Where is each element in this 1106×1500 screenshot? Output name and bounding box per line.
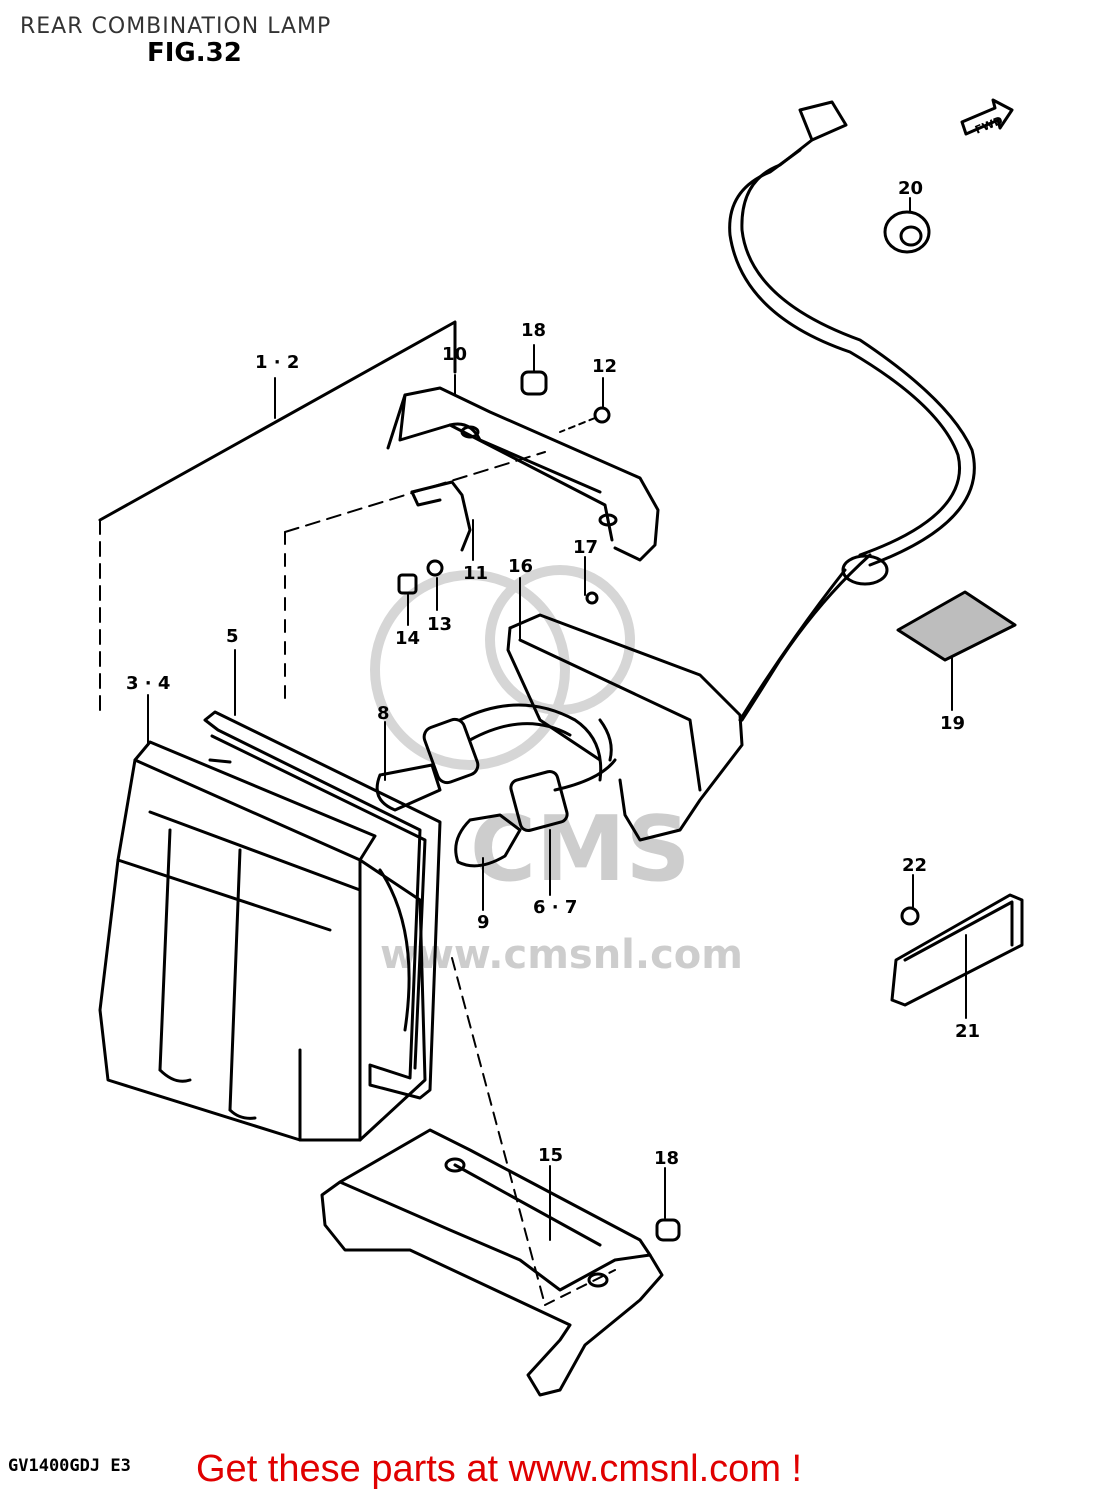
callout-17[interactable]: 17 (573, 537, 599, 558)
leader-lines (147, 197, 967, 1306)
gasket (203, 710, 442, 1100)
callout-22[interactable]: 22 (902, 855, 928, 876)
callout-18-bottom[interactable]: 18 (654, 1148, 680, 1169)
pad-19 (896, 590, 1017, 662)
callout-5[interactable]: 5 (226, 626, 239, 647)
watermark-url: www.cmsnl.com (380, 932, 743, 978)
diagram-title: REAR COMBINATION LAMP (20, 14, 332, 39)
callout-14[interactable]: 14 (395, 628, 421, 649)
fwd-label: FWD (973, 114, 1005, 137)
callout-20[interactable]: 20 (898, 178, 924, 199)
callout-13[interactable]: 13 (427, 614, 453, 635)
figure-number: FIG.32 (147, 38, 242, 68)
watermark-brand: CMS (470, 797, 690, 902)
small-fasteners (397, 370, 681, 1242)
callout-1-2[interactable]: 1 · 2 (255, 352, 300, 373)
reflector-21 (890, 893, 1024, 1007)
clip-11 (410, 480, 472, 552)
bulb-9 (454, 758, 617, 868)
lamp-base (506, 613, 744, 842)
callout-10[interactable]: 10 (442, 344, 468, 365)
fwd-arrow-icon (960, 98, 1014, 136)
callout-18-top[interactable]: 18 (521, 320, 547, 341)
callout-12[interactable]: 12 (592, 356, 618, 377)
callout-8[interactable]: 8 (377, 703, 390, 724)
callout-15[interactable]: 15 (538, 1145, 564, 1166)
model-code: GV1400GDJ E3 (8, 1456, 131, 1476)
top-cover (386, 386, 660, 562)
watermark: CMS www.cmsnl.com (370, 565, 743, 978)
callout-11[interactable]: 11 (463, 563, 489, 584)
callout-16[interactable]: 16 (508, 556, 534, 577)
callout-19[interactable]: 19 (940, 713, 966, 734)
callout-3-4[interactable]: 3 · 4 (126, 673, 171, 694)
bulb-8 (375, 703, 603, 812)
callout-9[interactable]: 9 (477, 912, 490, 933)
get-parts-link[interactable]: Get these parts at www.cmsnl.com ! (196, 1448, 803, 1490)
grommet-20 (883, 210, 931, 254)
lens-housing (98, 740, 427, 1142)
callout-6-7[interactable]: 6 · 7 (533, 897, 578, 918)
callout-21[interactable]: 21 (955, 1021, 981, 1042)
lower-bracket (320, 1128, 664, 1397)
leader-group-1-2 (98, 320, 546, 713)
wire-harness (728, 100, 976, 722)
